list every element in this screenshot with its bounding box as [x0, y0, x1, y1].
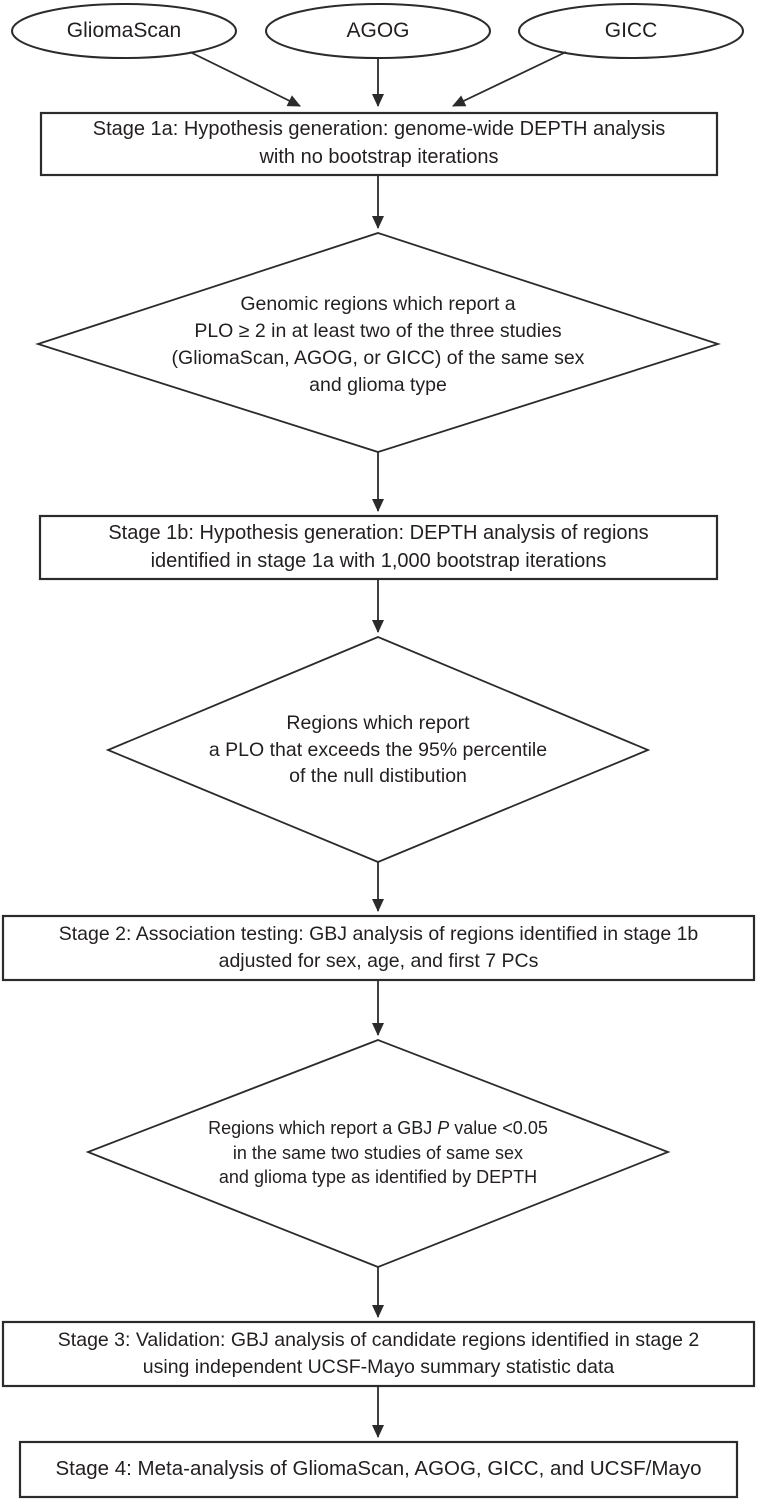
gicc-label: GICC — [604, 18, 658, 42]
gliomascan-ellipse — [11, 3, 237, 59]
diamond1-line3: (GliomaScan, AGOG, or GICC) of the same … — [171, 347, 585, 369]
stage4-box — [18, 1440, 739, 1499]
diamond3-line1: Regions which report a GBJ P value <0.05 — [208, 1116, 548, 1141]
arrow-gicc-to-stage1a — [452, 51, 567, 107]
diamond1-line4: and glioma type — [309, 373, 447, 396]
diamond1-line1: Genomic regions which report a — [240, 293, 516, 316]
stage1a-line2: with no bootstrap iterations — [259, 146, 499, 168]
diamond3-label: Regions which report a GBJ P value <0.05… — [118, 1112, 638, 1194]
stage2-line2: adjusted for sex, age, and first 7 PCs — [218, 950, 539, 972]
diamond2-line1: Regions which report — [286, 711, 470, 734]
gicc-ellipse — [518, 3, 744, 59]
stage3-line2: using independent UCSF-Mayo summary stat… — [142, 1356, 615, 1378]
stage1a-line1: Stage 1a: Hypothesis generation: genome-… — [92, 118, 666, 141]
gliomascan-label: GliomaScan — [66, 18, 182, 42]
stage1a-label: Stage 1a: Hypothesis generation: genome-… — [41, 113, 717, 175]
stage1b-line1: Stage 1b: Hypothesis generation: DEPTH a… — [108, 521, 649, 544]
stage3-line1: Stage 3: Validation: GBJ analysis of can… — [57, 1329, 700, 1352]
diamond1-line2: PLO ≥ 2 in at least two of the three stu… — [194, 320, 562, 343]
diamond1-label: Genomic regions which report a PLO ≥ 2 i… — [108, 286, 648, 404]
diamond3-line1-italic-p: P — [437, 1117, 450, 1138]
stage2-label: Stage 2: Association testing: GBJ analys… — [3, 916, 754, 980]
diamond3-line3: and glioma type as identified by DEPTH — [218, 1167, 538, 1188]
agog-label: AGOG — [346, 18, 410, 42]
stage4-line1: Stage 4: Meta-analysis of GliomaScan, AG… — [55, 1457, 702, 1481]
diamond3-line1-post: value <0.05 — [449, 1117, 548, 1138]
diamond2-line3: of the null distibution — [289, 765, 467, 788]
arrow-gliomascan-to-stage1a — [189, 51, 301, 107]
stage1a-box — [39, 111, 719, 177]
stage1b-label: Stage 1b: Hypothesis generation: DEPTH a… — [40, 516, 717, 579]
diamond2-line2: a PLO that exceeds the 95% percentile — [208, 738, 548, 761]
stage4-label: Stage 4: Meta-analysis of GliomaScan, AG… — [20, 1442, 737, 1497]
stage1b-line2: identified in stage 1a with 1,000 bootst… — [150, 549, 607, 572]
stage2-line1: Stage 2: Association testing: GBJ analys… — [58, 923, 699, 946]
diamond3-line1-pre: Regions which report a GBJ — [208, 1117, 438, 1138]
diamond3-line2: in the same two studies of same sex — [232, 1142, 524, 1163]
stage3-label: Stage 3: Validation: GBJ analysis of can… — [3, 1322, 754, 1386]
diamond2-label: Regions which report a PLO that exceeds … — [118, 706, 638, 794]
